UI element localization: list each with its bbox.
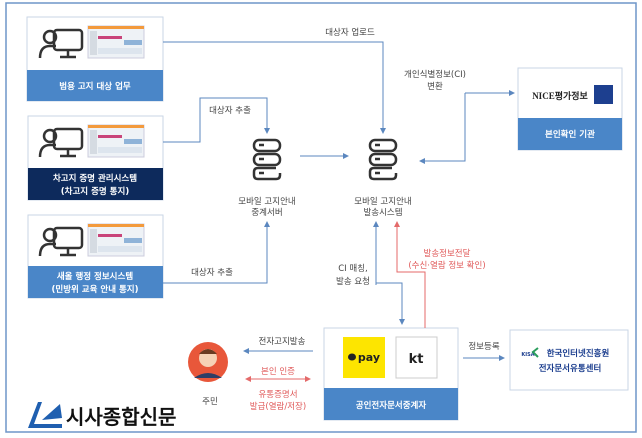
e-notice-label: 전자고지발송 [259, 336, 306, 347]
relay-provider-label: 공인전자문서중계자 [356, 400, 427, 411]
watermark-text: 시사종합신문 [66, 405, 176, 429]
upload-arrow [163, 41, 386, 134]
ci-conversion-label: 개인식별정보(CI) [404, 69, 466, 80]
send-info-label: (수신·열람 정보 확인) [408, 260, 485, 271]
system-sublabel: (차고지 증명 통지) [61, 186, 130, 197]
send-info-label: 발송정보전달 [424, 248, 471, 259]
system-box-saeol: 새올 행정 정보시스템 (민방위 교육 안내 통지) [27, 214, 164, 299]
kt-logo [395, 336, 438, 379]
system-box-general: 범용 고지 대상 업무 [26, 16, 164, 102]
dispatch-system-label: 모바일 고지안내 [354, 196, 411, 207]
watermark: 시사종합신문 [28, 402, 176, 429]
resident-label: 주민 [202, 396, 218, 407]
dispatch-system-label: 발송시스템 [363, 207, 402, 218]
system-label: 차고지 증명 관리시스템 [53, 173, 137, 184]
nice-box: NICE평가정보 본인확인 기관 [517, 67, 623, 151]
certificate-label: 발급(열람/저장) [250, 401, 306, 412]
kisa-name: 한국인터넷진흥원 [547, 348, 610, 359]
ci-from-nice-arrow [419, 93, 466, 164]
pay-logo-text: pay [358, 351, 380, 364]
extract-arrow-2 [163, 221, 270, 284]
kisa-box: KISA 한국인터넷진흥원 전자문서유통센터 [509, 329, 629, 391]
system-sublabel: (민방위 교육 안내 통지) [51, 284, 138, 295]
send-info-arrow [394, 221, 426, 328]
kt-logo-text: kt [409, 352, 424, 367]
system-label: 새올 행정 정보시스템 [57, 271, 133, 282]
system-box-garage: 차고지 증명 관리시스템 (차고지 증명 통지) [27, 115, 164, 201]
ci-conversion-label: 변환 [427, 81, 443, 92]
nice-label: 본인확인 기관 [545, 129, 595, 140]
nice-emblem-icon [594, 85, 613, 104]
nice-logo: NICE평가정보 [532, 90, 588, 101]
kisa-center-name: 전자문서유통센터 [539, 363, 602, 374]
ci-match-label: 발송 요청 [336, 276, 370, 287]
ci-match-label: CI 매칭, [338, 264, 368, 274]
upload-label: 대상자 업로드 [325, 27, 375, 38]
dispatch-system: 모바일 고지안내 발송시스템 [354, 138, 412, 218]
kisa-logo: KISA [521, 352, 534, 358]
extract-label-2: 대상자 추출 [191, 267, 233, 278]
resident: 주민 [188, 342, 228, 407]
relay-server-label: 모바일 고지안내 [238, 196, 295, 207]
register-label: 정보등록 [468, 341, 499, 352]
watermark-logo-icon [28, 402, 62, 428]
auth-label: 본인 인증 [261, 366, 295, 377]
kisa-emblem-icon [531, 347, 539, 358]
relay-server: 모바일 고지안내 중계서버 [238, 138, 296, 218]
extract-label-1: 대상자 추출 [209, 105, 251, 116]
certificate-label: 유통증명서 [258, 389, 297, 400]
system-label: 범용 고지 대상 업무 [59, 81, 131, 92]
send-request-arrow [376, 282, 405, 325]
document-relay-provider: pay kt 공인전자문서중계자 [323, 327, 459, 421]
extract-arrow-1 [163, 97, 270, 143]
relay-server-label: 중계서버 [251, 207, 282, 218]
